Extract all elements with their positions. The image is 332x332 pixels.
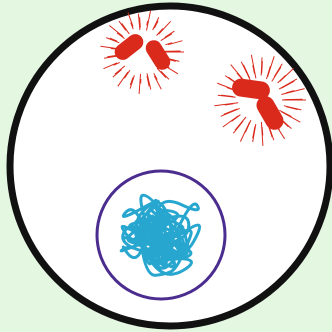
nucleus [97, 171, 225, 299]
ray-line [140, 17, 141, 28]
ray-line [262, 61, 263, 73]
